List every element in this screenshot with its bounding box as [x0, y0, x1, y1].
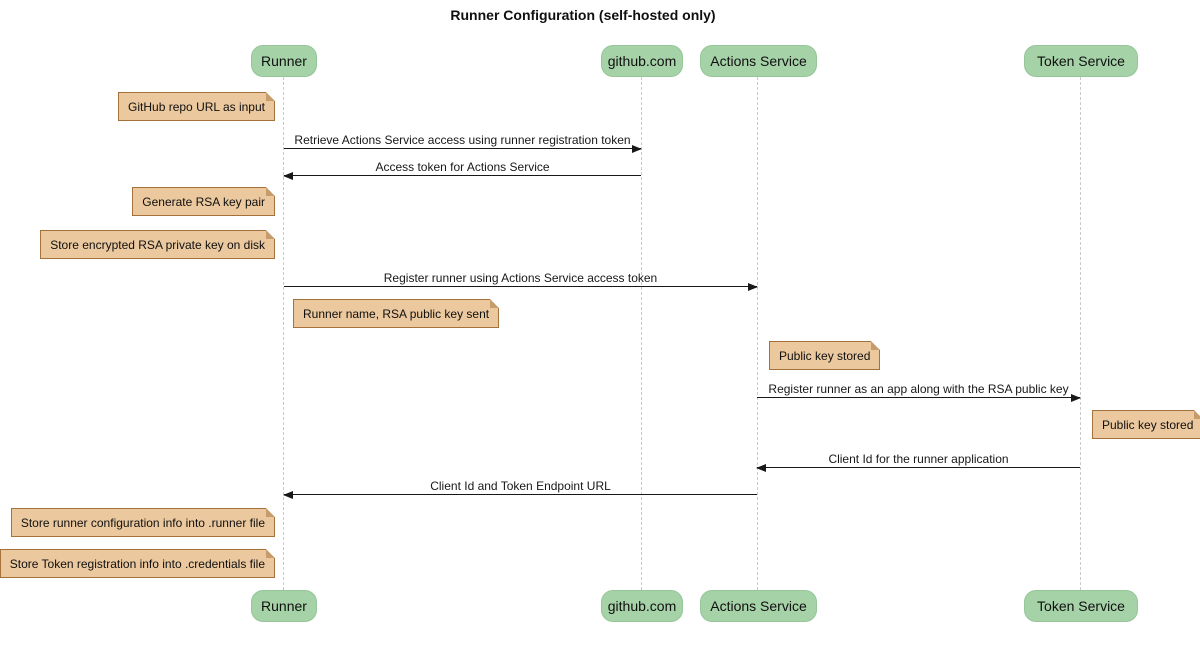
note-store-encrypted-private-key: Store encrypted RSA private key on disk [40, 230, 275, 259]
message-arrow-line [757, 394, 1081, 402]
diagram-title: Runner Configuration (self-hosted only) [450, 7, 716, 23]
note-runner-name-public-key-sent: Runner name, RSA public key sent [293, 299, 500, 328]
note-store-runner-config: Store runner configuration info into .ru… [10, 508, 276, 537]
lifeline-token-service [1080, 77, 1081, 590]
participant-runner-top: Runner [251, 45, 317, 77]
note-public-key-stored-actions: Public key stored [769, 341, 881, 370]
message-label: Client Id for the runner application [828, 452, 1009, 466]
note-public-key-stored-token: Public key stored [1092, 410, 1200, 439]
message-register-runner-as-app: Register runner as an app along with the… [757, 382, 1081, 402]
arrowhead-left-icon [756, 464, 766, 472]
message-arrow-line [284, 145, 642, 153]
message-label: Retrieve Actions Service access using ru… [294, 133, 631, 147]
message-register-runner: Register runner using Actions Service ac… [284, 271, 758, 291]
lifeline-actions-service [757, 77, 758, 590]
message-arrow-line [283, 172, 641, 180]
message-label: Register runner using Actions Service ac… [383, 271, 658, 285]
participant-actions-service-bottom: Actions Service [700, 590, 817, 622]
message-label: Access token for Actions Service [375, 160, 550, 174]
lifeline-github [641, 77, 642, 590]
message-retrieve-actions-access: Retrieve Actions Service access using ru… [284, 133, 642, 153]
participant-github-bottom: github.com [601, 590, 683, 622]
message-label: Client Id and Token Endpoint URL [430, 479, 611, 493]
participant-github-top: github.com [601, 45, 683, 77]
lifeline-runner [283, 77, 284, 590]
message-arrow-line [756, 464, 1080, 472]
message-client-id-token-endpoint: Client Id and Token Endpoint URL [283, 479, 757, 499]
participant-token-service-top: Token Service [1024, 45, 1138, 77]
note-github-repo-url: GitHub repo URL as input [118, 92, 275, 121]
arrowhead-right-icon [748, 283, 758, 291]
message-arrow-line [284, 283, 758, 291]
message-label: Register runner as an app along with the… [768, 382, 1069, 396]
arrowhead-right-icon [1071, 394, 1081, 402]
message-client-id-for-runner-app: Client Id for the runner application [756, 452, 1080, 472]
note-store-token-registration: Store Token registration info into .cred… [0, 549, 276, 578]
message-arrow-line [283, 491, 757, 499]
message-access-token-for-actions: Access token for Actions Service [283, 160, 641, 180]
participant-runner-bottom: Runner [251, 590, 317, 622]
arrowhead-left-icon [283, 172, 293, 180]
note-generate-rsa-key-pair: Generate RSA key pair [132, 187, 275, 216]
arrowhead-right-icon [632, 145, 642, 153]
arrowhead-left-icon [283, 491, 293, 499]
participant-actions-service-top: Actions Service [700, 45, 817, 77]
participant-token-service-bottom: Token Service [1024, 590, 1138, 622]
